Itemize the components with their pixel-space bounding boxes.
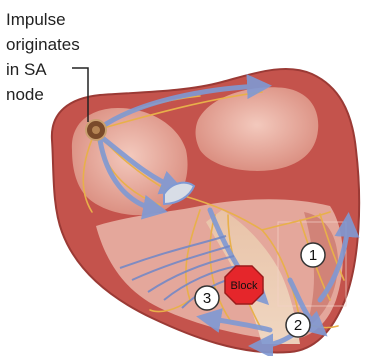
callout-line-4: node bbox=[6, 85, 44, 104]
sa-node-callout: Impulse originates in SA node bbox=[6, 10, 80, 104]
marker-3: 3 bbox=[195, 286, 219, 310]
marker-2: 2 bbox=[286, 313, 310, 337]
block-stop-sign: Block bbox=[225, 266, 263, 304]
marker-1: 1 bbox=[301, 243, 325, 267]
marker-1-label: 1 bbox=[309, 247, 317, 264]
callout-line-3: in SA bbox=[6, 60, 47, 79]
callout-line-1: Impulse bbox=[6, 10, 66, 29]
block-label: Block bbox=[231, 280, 258, 292]
callout-line-2: originates bbox=[6, 35, 80, 54]
sa-node bbox=[86, 120, 106, 140]
marker-3-label: 3 bbox=[203, 290, 211, 307]
marker-2-label: 2 bbox=[294, 317, 302, 334]
